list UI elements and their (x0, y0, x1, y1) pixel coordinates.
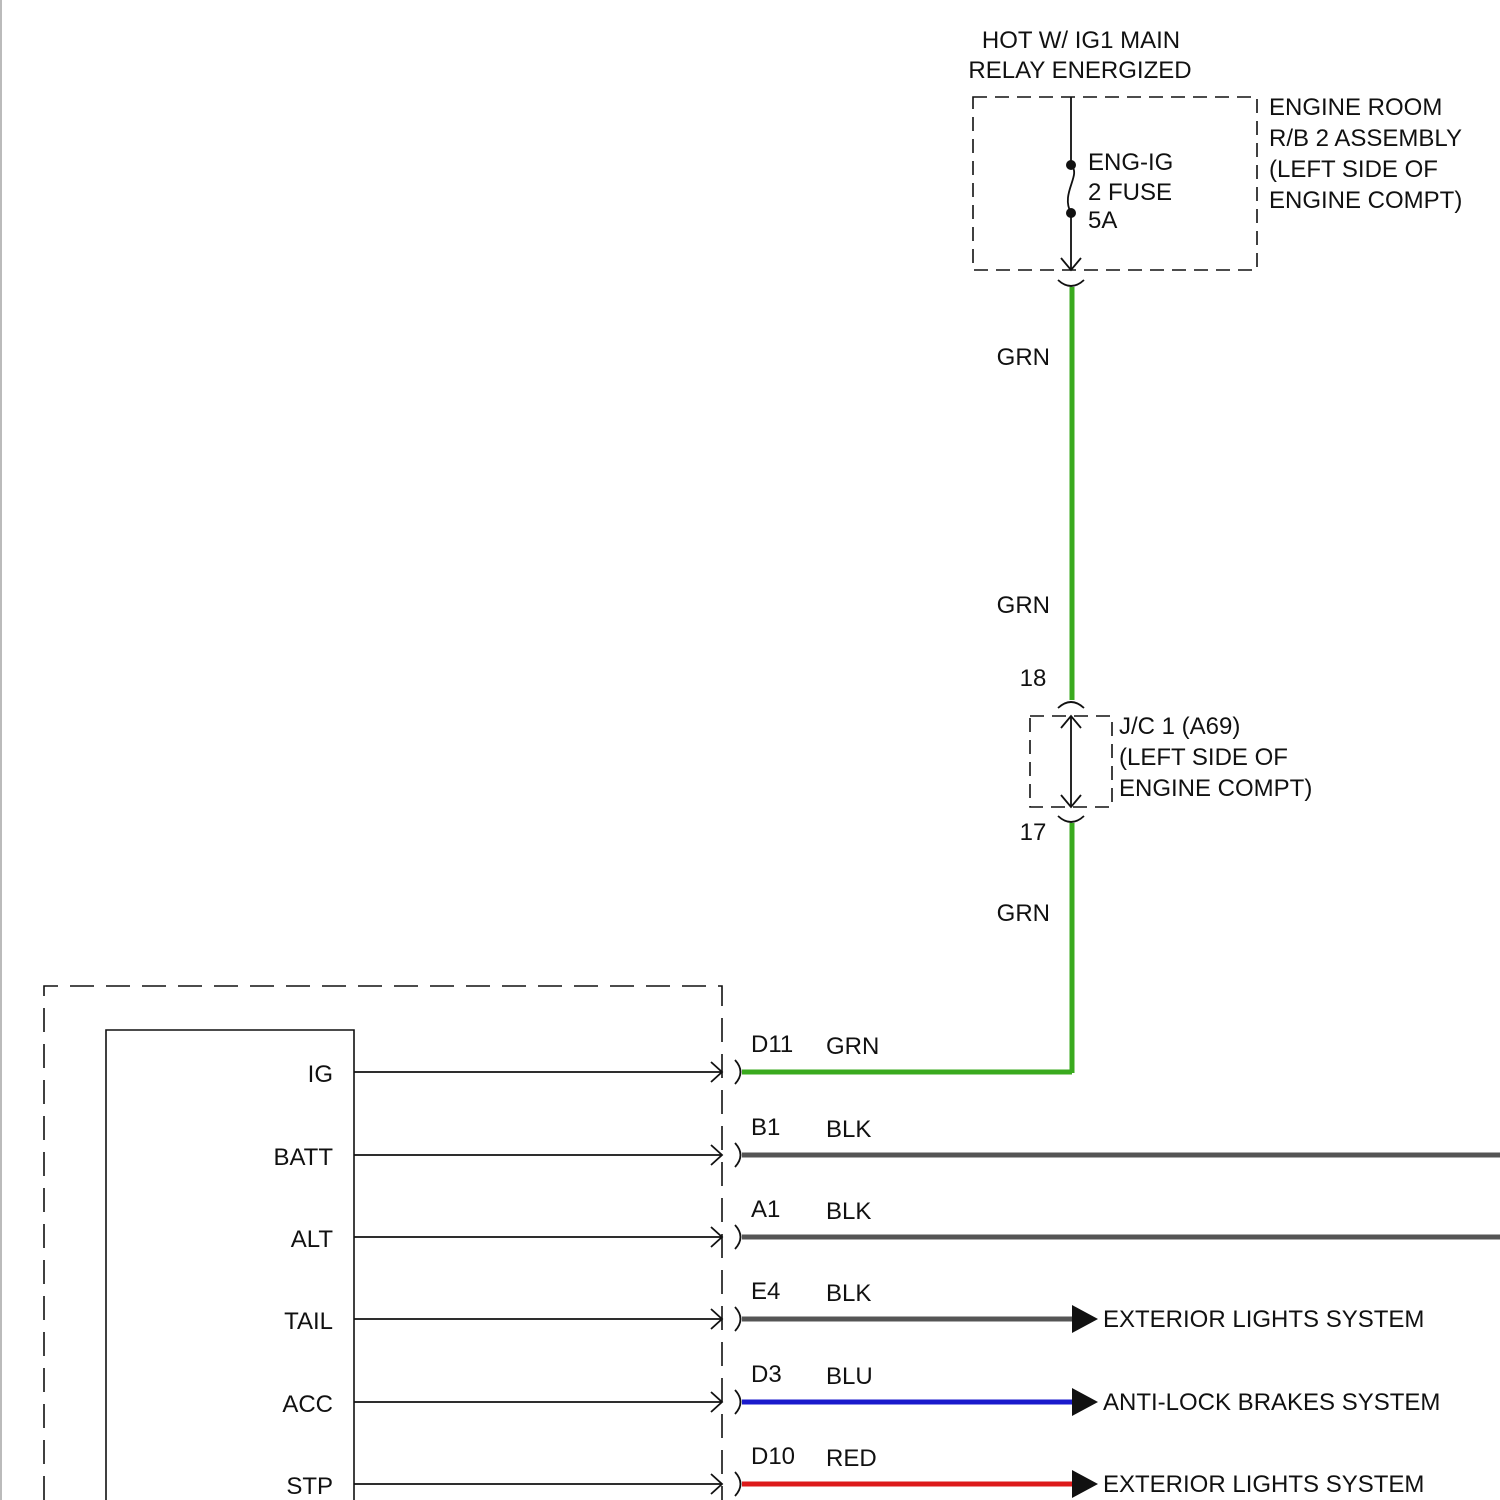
junction-pin-top: 18 (1020, 665, 1047, 692)
destination-arrow-icon-acc (1072, 1388, 1098, 1416)
relay-box-label-line-4: ENGINE COMPT) (1269, 187, 1462, 214)
terminal-label-stp: STP (286, 1473, 333, 1500)
pin-label-tail: E4 (751, 1278, 780, 1305)
destination-label-tail: EXTERIOR LIGHTS SYSTEM (1103, 1306, 1424, 1333)
wire-color-label-tail: BLK (826, 1280, 871, 1307)
wire-color-label-ig: GRN (826, 1033, 879, 1060)
source-title-line-1: HOT W/ IG1 MAIN (982, 27, 1180, 54)
junction-connector-top-icon (1058, 702, 1084, 708)
connector-icon-stp (735, 1472, 741, 1496)
fuse-label-line-1: ENG-IG (1088, 149, 1173, 176)
terminal-label-acc: ACC (282, 1391, 333, 1418)
relay-box-label-line-1: ENGINE ROOM (1269, 94, 1442, 121)
pin-label-alt: A1 (751, 1196, 780, 1223)
junction-arrow-icon (1061, 716, 1081, 807)
destination-arrow-icon-stp (1072, 1470, 1098, 1498)
destination-arrow-icon-tail (1072, 1305, 1098, 1333)
pin-label-acc: D3 (751, 1361, 782, 1388)
relay-box-label-line-2: R/B 2 ASSEMBLY (1269, 125, 1462, 152)
fuse-icon (1061, 97, 1081, 270)
wire-label-lower: GRN (997, 900, 1050, 927)
destination-label-acc: ANTI-LOCK BRAKES SYSTEM (1103, 1389, 1440, 1416)
wire-color-label-stp: RED (826, 1445, 877, 1472)
relay-box-label-line-3: (LEFT SIDE OF (1269, 156, 1438, 183)
connector-icon-tail (735, 1307, 741, 1331)
junction-pin-bottom: 17 (1020, 819, 1047, 846)
connector-icon-ig (735, 1060, 741, 1084)
module-outer-box (44, 986, 722, 1500)
fuse-label-line-2: 2 FUSE (1088, 179, 1172, 206)
junction-label-line-1: J/C 1 (A69) (1119, 713, 1240, 740)
wire-color-label-acc: BLU (826, 1363, 873, 1390)
terminal-label-tail: TAIL (284, 1308, 333, 1335)
junction-label-line-3: ENGINE COMPT) (1119, 775, 1312, 802)
connector-icon-acc (735, 1390, 741, 1414)
destination-label-stp: EXTERIOR LIGHTS SYSTEM (1103, 1471, 1424, 1498)
fuse-label-line-3: 5A (1088, 207, 1117, 234)
connector-icon-alt (735, 1225, 741, 1249)
wire-color-label-alt: BLK (826, 1198, 871, 1225)
junction-label-line-2: (LEFT SIDE OF (1119, 744, 1288, 771)
pin-label-stp: D10 (751, 1443, 795, 1470)
terminal-label-alt: ALT (291, 1226, 334, 1253)
junction-connector-bottom-icon (1058, 816, 1084, 822)
pin-label-ig: D11 (751, 1031, 793, 1058)
pin-label-batt: B1 (751, 1114, 780, 1141)
source-title-line-2: RELAY ENERGIZED (968, 57, 1191, 84)
wire-color-label-batt: BLK (826, 1116, 871, 1143)
relay-connector-icon (1058, 280, 1084, 286)
connector-icon-batt (735, 1143, 741, 1167)
terminal-label-ig: IG (308, 1061, 333, 1088)
terminal-label-batt: BATT (273, 1144, 333, 1171)
wire-label-upper: GRN (997, 344, 1050, 371)
wire-label-middle: GRN (997, 592, 1050, 619)
module-inner-box (106, 1030, 354, 1500)
